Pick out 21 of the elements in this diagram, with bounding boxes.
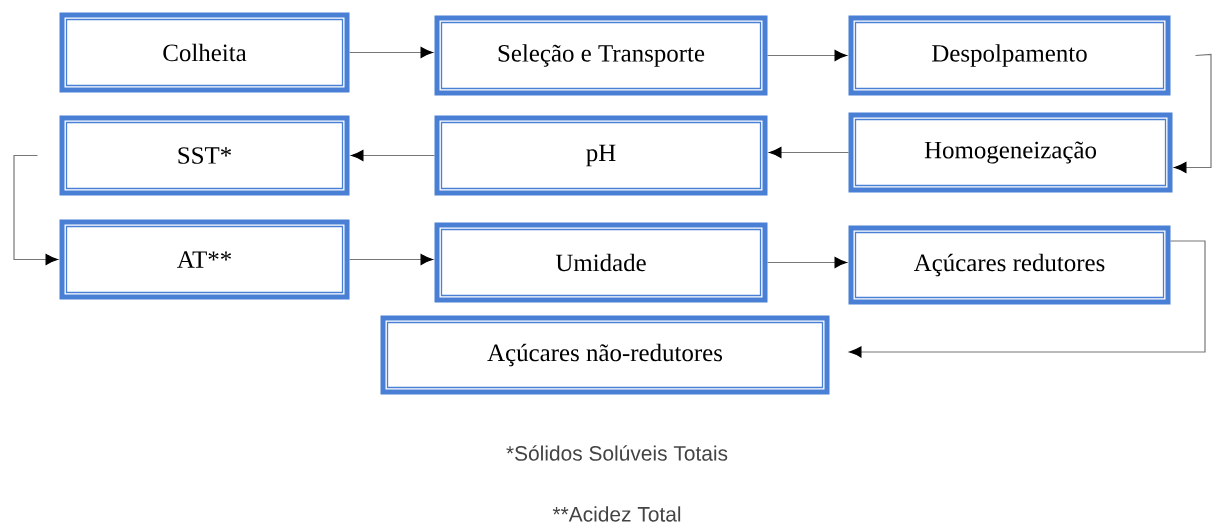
footnote: *Sólidos Solúveis Totais (506, 445, 728, 461)
process-box: AT** (59, 219, 350, 300)
arrow (351, 150, 436, 161)
process-box: Umidade (434, 222, 768, 303)
arrow (348, 254, 433, 265)
arrow (849, 240, 1206, 358)
process-box: Homogeneização (848, 112, 1173, 193)
arrow (13, 154, 58, 265)
arrow (769, 147, 850, 158)
arrow (766, 257, 847, 268)
arrow (1174, 53, 1212, 173)
process-box: Açúcares redutores (848, 225, 1171, 305)
arrow (348, 47, 433, 58)
process-box: Açúcares não-redutores (380, 315, 830, 395)
footnote: **Acidez Total (552, 506, 681, 522)
process-box: Colheita (59, 12, 350, 93)
arrow (766, 50, 847, 61)
process-box: Despolpamento (848, 15, 1171, 96)
process-box: SST* (59, 115, 350, 196)
process-box: Seleção e Transporte (434, 15, 768, 96)
process-box: pH (434, 115, 768, 196)
